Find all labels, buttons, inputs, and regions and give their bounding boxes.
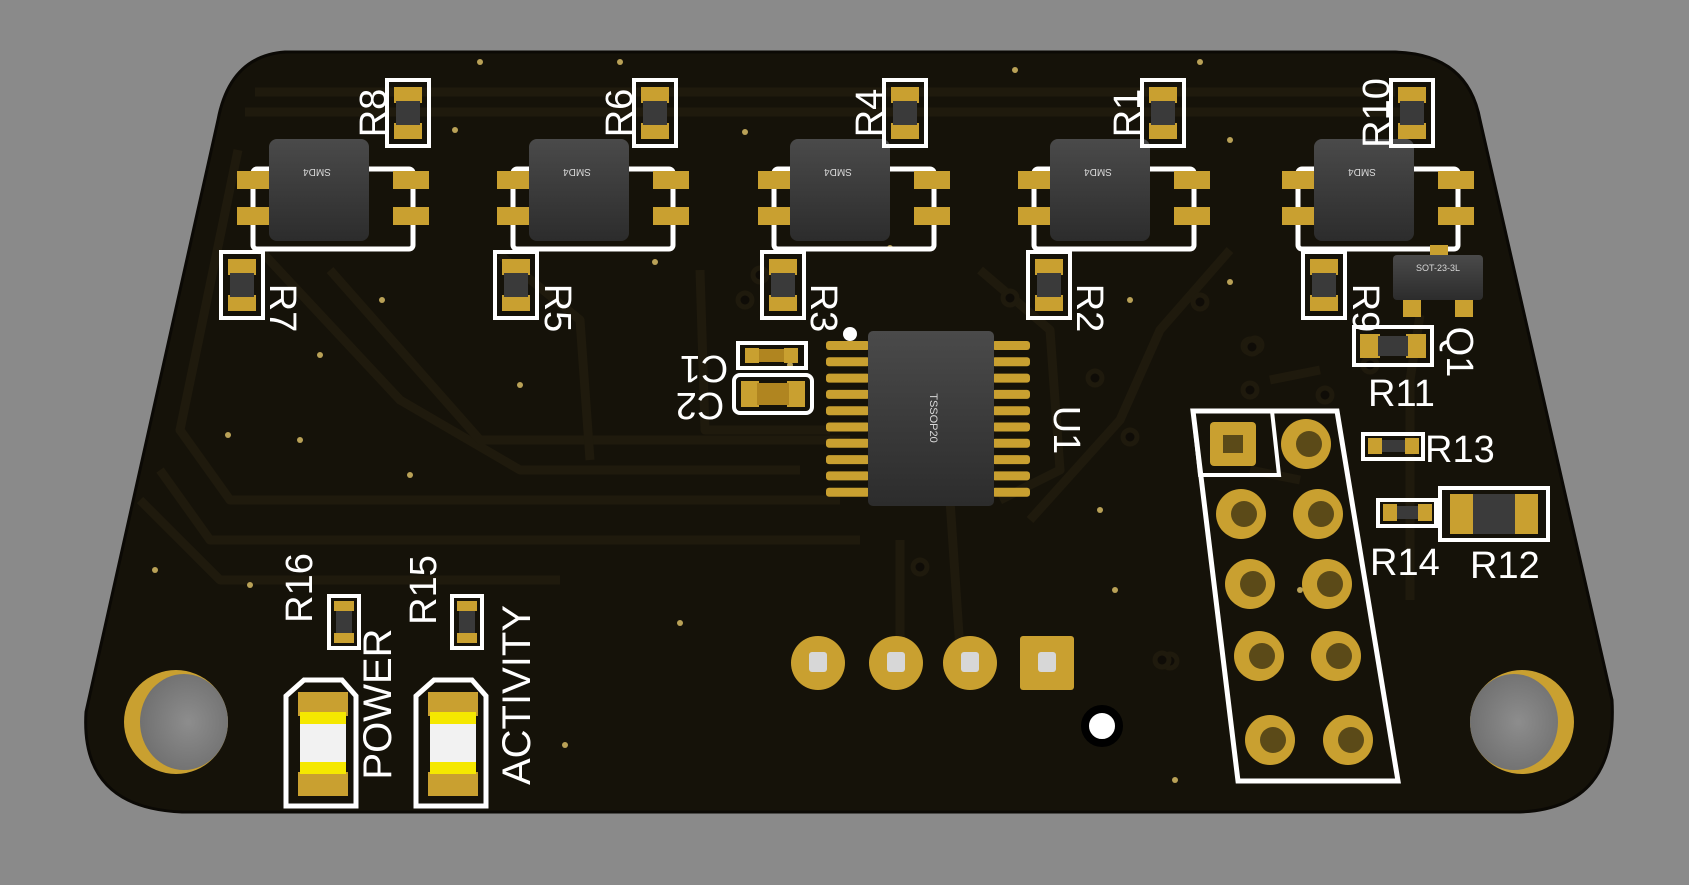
led-power bbox=[283, 677, 359, 809]
resistor-R4-footprint bbox=[882, 78, 928, 148]
chip-pin bbox=[826, 357, 870, 367]
resistor-R14-footprint bbox=[1376, 498, 1438, 528]
resistor-R8-footprint bbox=[385, 78, 431, 148]
smd4-sensor-2: SMD4 bbox=[497, 139, 689, 252]
fiducial-icon bbox=[1081, 705, 1123, 747]
label-U1: U1 bbox=[1045, 406, 1087, 455]
through-hole-pin-row bbox=[791, 636, 1074, 690]
resistor-R15-footprint bbox=[450, 594, 484, 650]
resistor-R12-footprint bbox=[1438, 486, 1550, 542]
label-R2: R2 bbox=[1068, 284, 1110, 333]
package-mark: SMD4 bbox=[824, 166, 852, 177]
pin-header-2x5 bbox=[1190, 408, 1401, 784]
capacitor-C2-footprint bbox=[732, 373, 814, 415]
chip-pin bbox=[992, 422, 1030, 432]
through-hole-pin bbox=[809, 652, 827, 672]
chip-pin bbox=[826, 389, 870, 399]
large-vias bbox=[735, 265, 1380, 671]
header-pin-hole bbox=[1231, 501, 1257, 527]
smd4-sensor-5: SMD4 bbox=[1282, 139, 1474, 252]
label-R11: R11 bbox=[1368, 373, 1435, 415]
chip-pin bbox=[826, 438, 870, 448]
resistor-R7-footprint bbox=[219, 250, 265, 320]
silkscreen-labels: R8 R6 R4 R1 R10 R7 R5 R3 R2 R9 Q1 R11 C1… bbox=[261, 78, 1540, 785]
label-R10: R10 bbox=[1356, 78, 1398, 148]
header-pin-hole bbox=[1317, 571, 1343, 597]
label-R14: R14 bbox=[1370, 542, 1440, 584]
resistor-R1-footprint bbox=[1140, 78, 1186, 148]
chip-pin bbox=[826, 487, 870, 497]
label-R6: R6 bbox=[599, 89, 641, 138]
resistor-R5-footprint bbox=[493, 250, 539, 320]
label-R8: R8 bbox=[353, 89, 395, 138]
label-R7: R7 bbox=[261, 284, 303, 333]
through-hole-pin bbox=[887, 652, 905, 672]
header-pin-hole bbox=[1308, 501, 1334, 527]
resistor-R11-footprint bbox=[1352, 325, 1434, 367]
package-mark: SOT-23-3L bbox=[1416, 263, 1460, 273]
chip-U1: TSSOP20 bbox=[826, 331, 1030, 506]
resistor-R16-footprint bbox=[327, 594, 361, 650]
label-Q1: Q1 bbox=[1438, 327, 1480, 378]
label-power: POWER bbox=[356, 628, 400, 779]
chip-pin bbox=[992, 406, 1030, 416]
label-R5: R5 bbox=[536, 284, 578, 333]
package-mark: SMD4 bbox=[563, 166, 591, 177]
package-mark: SMD4 bbox=[303, 166, 331, 177]
smd4-sensor-3: SMD4 bbox=[758, 139, 950, 252]
chip-pin bbox=[826, 422, 870, 432]
header-pin-hole bbox=[1326, 643, 1352, 669]
chip-pin bbox=[826, 373, 870, 383]
label-R15: R15 bbox=[403, 555, 445, 625]
through-hole-pin bbox=[961, 652, 979, 672]
label-C1: C1 bbox=[680, 347, 729, 389]
label-R3: R3 bbox=[802, 284, 844, 333]
label-R4: R4 bbox=[849, 89, 891, 138]
resistor-R13-footprint bbox=[1361, 432, 1425, 461]
resistor-R2-footprint bbox=[1026, 250, 1072, 320]
resistor-R9-footprint bbox=[1301, 250, 1347, 320]
package-mark: SMD4 bbox=[1084, 166, 1112, 177]
smd4-sensor-1: SMD4 bbox=[237, 139, 429, 252]
chip-pin bbox=[992, 341, 1030, 350]
chip-pin bbox=[992, 357, 1030, 367]
chip-pin bbox=[992, 438, 1030, 448]
resistor-R10-footprint bbox=[1389, 78, 1435, 148]
chip-pin bbox=[992, 389, 1030, 399]
header-pin-hole bbox=[1240, 571, 1266, 597]
label-C2: C2 bbox=[676, 384, 725, 426]
resistor-R3-footprint bbox=[760, 250, 806, 320]
label-activity: ACTIVITY bbox=[495, 605, 539, 785]
chip-pin bbox=[826, 455, 870, 465]
package-mark: SMD4 bbox=[1348, 166, 1376, 177]
pin-one-dot-icon bbox=[843, 327, 857, 341]
chip-pin bbox=[826, 471, 870, 481]
capacitor-C1-footprint bbox=[736, 341, 808, 370]
chip-pin bbox=[992, 471, 1030, 481]
label-R1: R1 bbox=[1107, 89, 1149, 138]
transistor-Q1: SOT-23-3L bbox=[1393, 245, 1483, 317]
header-pin-hole bbox=[1296, 431, 1322, 457]
resistor-R6-footprint bbox=[632, 78, 678, 148]
chip-pin bbox=[992, 487, 1030, 497]
mounting-hole-left bbox=[124, 670, 228, 774]
package-mark: TSSOP20 bbox=[927, 393, 939, 443]
header-pin-hole bbox=[1249, 643, 1275, 669]
label-R12: R12 bbox=[1470, 545, 1540, 587]
label-R9: R9 bbox=[1344, 284, 1386, 333]
chip-pin bbox=[992, 373, 1030, 383]
smd4-sensor-4: SMD4 bbox=[1018, 139, 1210, 252]
label-R13: R13 bbox=[1425, 429, 1495, 471]
chip-pin bbox=[826, 406, 870, 416]
chip-pin bbox=[992, 455, 1030, 465]
chip-pin bbox=[826, 341, 870, 350]
header-pin-hole bbox=[1260, 727, 1286, 753]
header-pin-hole bbox=[1338, 727, 1364, 753]
through-hole-pin bbox=[1038, 652, 1056, 672]
led-activity bbox=[413, 677, 489, 809]
mounting-hole-right bbox=[1470, 670, 1574, 774]
label-R16: R16 bbox=[279, 553, 321, 623]
